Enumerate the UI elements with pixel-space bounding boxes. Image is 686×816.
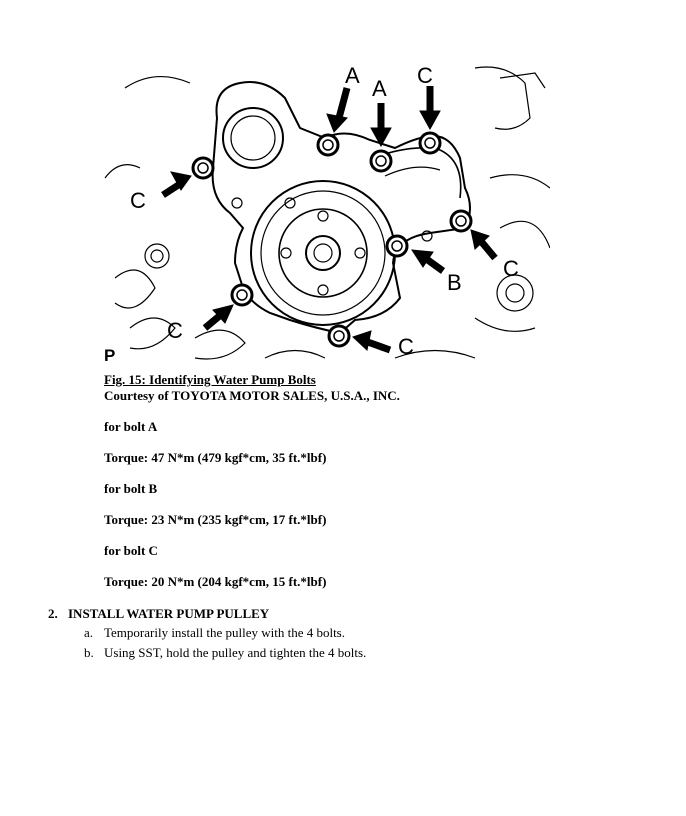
substep-b-mark: b. (84, 645, 94, 660)
step-heading: 2. INSTALL WATER PUMP PULLEY (48, 606, 269, 622)
courtesy-line: Courtesy of TOYOTA MOTOR SALES, U.S.A., … (104, 388, 400, 403)
label-c-left: C (130, 188, 146, 213)
substep-b-text: Using SST, hold the pulley and tighten t… (104, 645, 367, 660)
water-pump-bolt-diagram: A A C C B C C C (104, 63, 550, 360)
substep-b: b. Using SST, hold the pulley and tighten… (84, 645, 366, 661)
label-b: B (447, 270, 462, 295)
label-c-bottom-left: C (167, 318, 183, 343)
bolt-c-torque: Torque: 20 N*m (204 kgf*cm, 15 ft.*lbf) (104, 574, 327, 589)
substep-a-mark: a. (84, 625, 94, 640)
bolt-b-torque: Torque: 23 N*m (235 kgf*cm, 17 ft.*lbf) (104, 512, 327, 527)
figure-corner-label: P (104, 346, 116, 365)
substep-a-text: Temporarily install the pulley with the … (104, 625, 345, 640)
figure-caption: Fig. 15: Identifying Water Pump Bolts (104, 372, 316, 387)
label-a2: A (372, 76, 387, 101)
label-c-right: C (503, 256, 519, 281)
step-number: 2. (48, 606, 58, 621)
bolt-b-label: for bolt B (104, 481, 158, 496)
label-a1: A (345, 63, 360, 88)
step-title: INSTALL WATER PUMP PULLEY (68, 606, 270, 621)
bolt-c-label: for bolt C (104, 543, 158, 558)
bolt-a-label: for bolt A (104, 419, 158, 434)
label-c-top: C (417, 63, 433, 88)
label-c-bottom: C (398, 334, 414, 359)
bolt-a-torque: Torque: 47 N*m (479 kgf*cm, 35 ft.*lbf) (104, 450, 327, 465)
substep-a: a. Temporarily install the pulley with th… (84, 625, 345, 641)
